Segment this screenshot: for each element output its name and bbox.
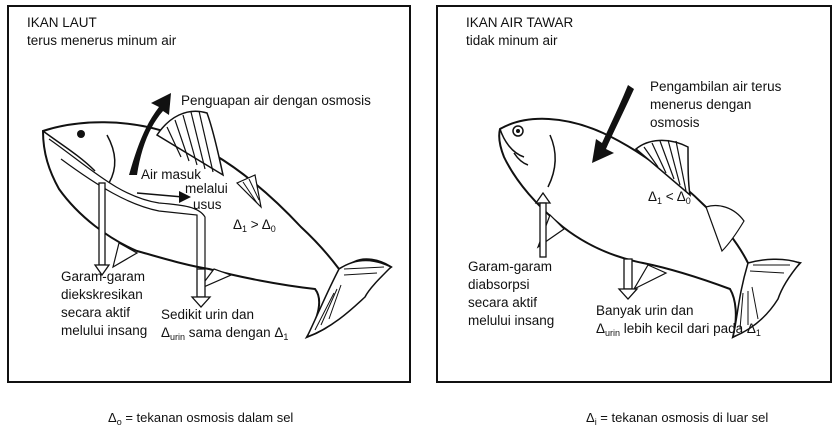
delta-relation: Δ1 < Δ0 [648, 189, 691, 209]
salt-excretion-label-2: diekskresikan [61, 287, 143, 303]
urine-arrow [192, 269, 210, 307]
saltwater-fish-eye [77, 130, 85, 138]
salt-absorption-label-2: diabsorpsi [468, 277, 530, 293]
uptake-label-3: osmosis [650, 115, 700, 131]
panel-saltwater-fish: IKAN LAUT terus menerus minum air Pengua… [7, 5, 411, 383]
caption-delta-o: Δo = tekanan osmosis dalam sel [108, 410, 293, 427]
delta-relation: Δ1 > Δ0 [233, 217, 276, 237]
panel-subtitle: tidak minum air [466, 33, 558, 49]
panel-subtitle: terus menerus minum air [27, 33, 176, 49]
uptake-label-2: menerus dengan [650, 97, 751, 113]
salt-excretion-label-1: Garam-garam [61, 269, 145, 285]
panel-title: IKAN AIR TAWAR [466, 15, 573, 31]
urine-label-1: Sedikit urin dan [161, 307, 254, 323]
salt-absorption-label-1: Garam-garam [468, 259, 552, 275]
salt-excretion-label-3: secara aktif [61, 305, 130, 321]
evaporation-label: Penguapan air dengan osmosis [181, 93, 371, 109]
panel-freshwater-fish: IKAN AIR TAWAR tidak minum air Pengambil… [436, 5, 832, 383]
caption-delta-i: Δi = tekanan osmosis di luar sel [586, 410, 768, 427]
uptake-label-1: Pengambilan air terus [650, 79, 781, 95]
salt-excretion-label-4: melului insang [61, 323, 147, 339]
salt-absorption-label-4: melului insang [468, 313, 554, 329]
urine-arrow [619, 259, 637, 299]
salt-absorption-label-3: secara aktif [468, 295, 537, 311]
water-in-label-2: melalui [185, 181, 228, 197]
urine-label-2: Δurin lebih kecil dari pada Δ1 [596, 321, 761, 341]
water-in-label-3: usus [193, 197, 222, 213]
urine-label-2: Δurin sama dengan Δ1 [161, 325, 288, 345]
panel-title: IKAN LAUT [27, 15, 97, 31]
urine-label-1: Banyak urin dan [596, 303, 694, 319]
